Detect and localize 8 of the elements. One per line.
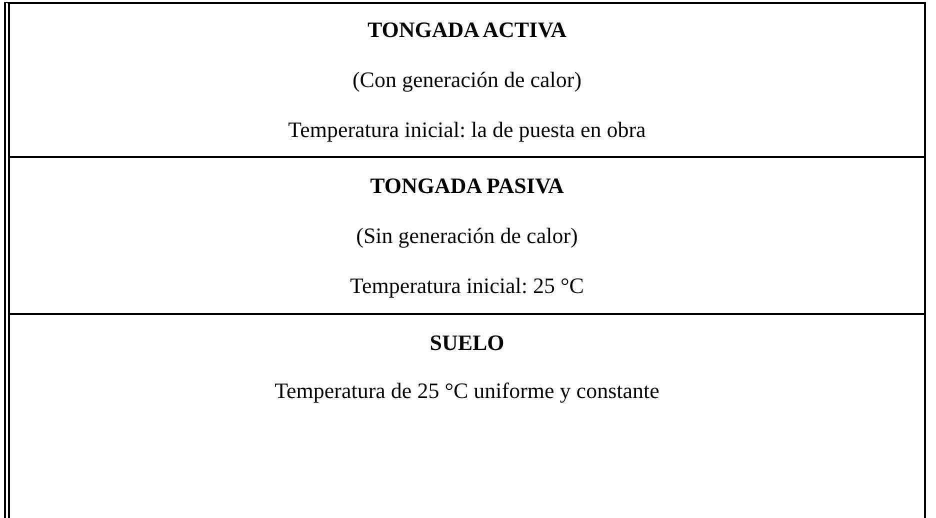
layer-description: Temperatura de 25 °C uniforme y constante: [274, 376, 660, 405]
layer-description: Temperatura inicial: la de puesta en obra: [288, 116, 646, 144]
layer-title: SUELO: [430, 328, 504, 357]
layer-description: Temperatura inicial: 25 °C: [350, 272, 584, 300]
layer-title: TONGADA ACTIVA: [367, 16, 567, 44]
layer-description: (Con generación de calor): [352, 66, 582, 94]
layer-description: (Sin generación de calor): [356, 222, 578, 250]
layer-title: TONGADA PASIVA: [370, 172, 564, 200]
